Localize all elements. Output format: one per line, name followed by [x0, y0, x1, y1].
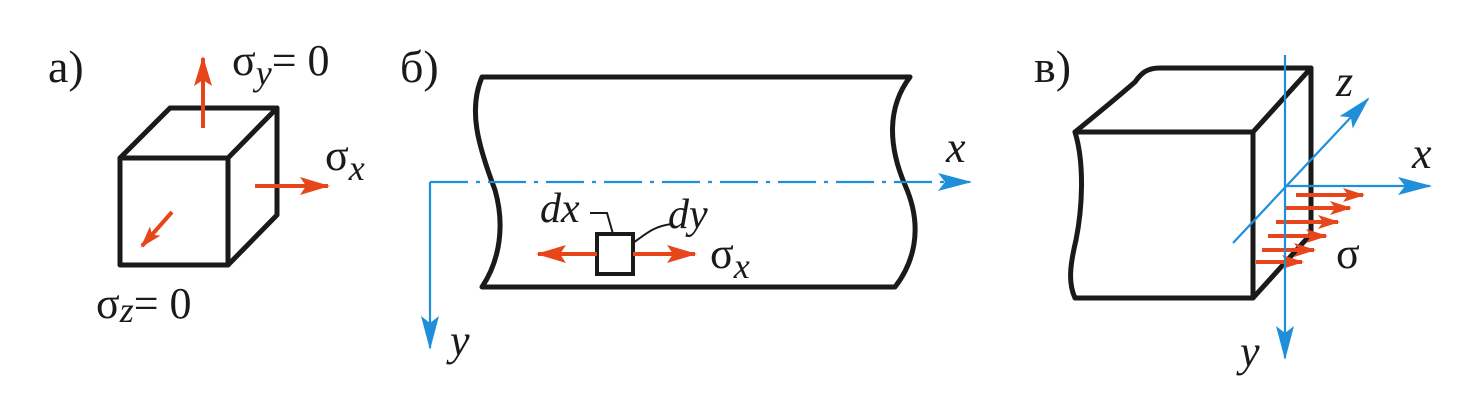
block-top-face — [1072, 65, 1314, 135]
panel-a-label: а) — [48, 41, 84, 92]
z-axis-c-label: z — [1335, 57, 1353, 106]
sigma-x-symbol-b: σ — [710, 229, 734, 278]
sigma-y-label: σy= 0 — [232, 36, 330, 93]
sigma-x-symbol-a: σ — [325, 131, 349, 180]
dy-label: dy — [668, 192, 708, 238]
sigma-z-label: σz= 0 — [96, 279, 192, 330]
sigma-x-subscript-a: x — [348, 148, 365, 188]
cube-side-face — [225, 105, 280, 268]
y-axis-c-label: y — [1236, 327, 1260, 376]
sigma-x-label-a: σx — [325, 131, 365, 188]
z-axis-c — [1232, 97, 1370, 244]
x-axis-c-label: x — [1411, 129, 1432, 178]
panel-c: в) z x y σ — [1034, 41, 1432, 376]
sigma-x-subscript-b: x — [733, 246, 750, 286]
cube-front-face — [117, 155, 231, 268]
y-axis-b-label: y — [446, 316, 470, 365]
element-square — [595, 232, 635, 276]
cube-top-face — [117, 105, 280, 161]
block-front-face — [1068, 129, 1256, 301]
cube — [117, 105, 280, 268]
sigma-y-eq: = 0 — [272, 36, 330, 85]
panel-c-label: в) — [1034, 41, 1071, 92]
dx-label: dx — [540, 186, 580, 232]
sigma-label-c: σ — [1336, 229, 1360, 278]
panel-a: а) σy= 0 σx σz= 0 — [48, 36, 365, 330]
dy-leader — [632, 223, 673, 244]
dx-leader — [590, 212, 614, 235]
sigma-y-subscript: y — [253, 53, 272, 93]
sigma-x-label-b: σx — [710, 229, 750, 286]
x-axis-b-label: x — [945, 123, 966, 172]
beam-outline — [472, 74, 918, 290]
sigma-z-arrow — [140, 210, 174, 248]
sigma-z-subscript: z — [119, 290, 134, 330]
panel-b-label: б) — [400, 41, 439, 92]
sigma-z-eq: = 0 — [134, 279, 192, 328]
sigma-z-symbol: σ — [96, 279, 120, 328]
stress-distribution — [1256, 188, 1365, 269]
sigma-y-symbol: σ — [232, 36, 256, 85]
panel-b: б) x y dx dy σx — [400, 41, 972, 365]
